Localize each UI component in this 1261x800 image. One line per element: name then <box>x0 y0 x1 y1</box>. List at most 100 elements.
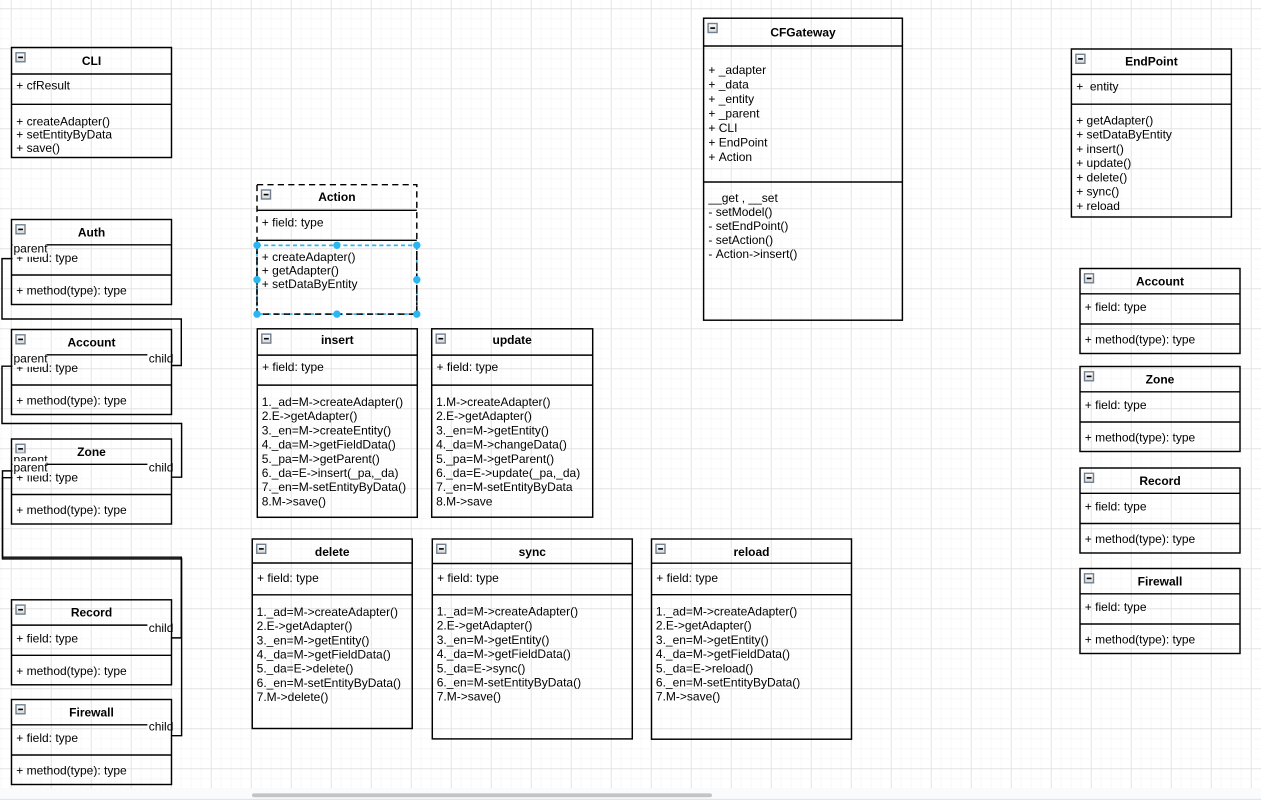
svg-text:1.M->createAdapter(): 1.M->createAdapter() <box>436 395 550 409</box>
svg-text:1._ad=M->createAdapter(): 1._ad=M->createAdapter() <box>257 605 398 619</box>
svg-text:+ getAdapter(): + getAdapter() <box>262 264 339 278</box>
svg-text:6._en=M-setEntityByData(): 6._en=M-setEntityByData() <box>656 676 800 690</box>
svg-text:4._da=M->changeData(): 4._da=M->changeData() <box>436 438 567 452</box>
svg-text:1._ad=M->createAdapter(): 1._ad=M->createAdapter() <box>262 395 403 409</box>
svg-text:+ EndPoint: + EndPoint <box>708 136 768 150</box>
svg-text:+ field: type: + field: type <box>262 360 324 374</box>
svg-text:child: child <box>149 621 174 635</box>
svg-text:child: child <box>149 352 174 366</box>
svg-text:__get , __set: __get , __set <box>707 191 778 205</box>
svg-text:parent: parent <box>14 460 49 474</box>
svg-text:+ _data: + _data <box>708 78 749 92</box>
svg-text:+ method(type): type: + method(type): type <box>16 664 127 678</box>
svg-text:6._en=M-setEntityByData(): 6._en=M-setEntityByData() <box>257 676 401 690</box>
svg-text:3._en=M->getEntity(): 3._en=M->getEntity() <box>257 633 370 647</box>
svg-text:5._da=E->delete(): 5._da=E->delete() <box>257 662 354 676</box>
svg-text:insert: insert <box>321 333 354 347</box>
svg-text:+ createAdapter(): + createAdapter() <box>262 250 356 264</box>
svg-text:4._da=M->getFieldData(): 4._da=M->getFieldData() <box>656 647 790 661</box>
svg-text:+ field: type: + field: type <box>257 571 319 585</box>
svg-text:+ setEntityByData: + setEntityByData <box>16 128 112 142</box>
svg-text:Account: Account <box>68 335 116 349</box>
svg-text:6._da=E->update(_pa,_da): 6._da=E->update(_pa,_da) <box>436 466 580 480</box>
svg-text:6._en=M-setEntityByData(): 6._en=M-setEntityByData() <box>437 676 581 690</box>
svg-text:3._en=M->getEntity(): 3._en=M->getEntity() <box>437 633 550 647</box>
svg-text:7._en=M-setEntityByData(): 7._en=M-setEntityByData() <box>262 480 406 494</box>
svg-text:Zone: Zone <box>77 445 106 459</box>
svg-text:Action: Action <box>318 190 355 204</box>
svg-text:4._da=M->getFieldData(): 4._da=M->getFieldData() <box>262 438 396 452</box>
svg-text:8.M->save(): 8.M->save() <box>262 494 326 508</box>
svg-text:Account: Account <box>1136 274 1184 288</box>
svg-text:+ _adapter: + _adapter <box>708 63 766 77</box>
svg-text:Firewall: Firewall <box>69 705 114 719</box>
svg-text:+ field: type: + field: type <box>1085 300 1147 314</box>
svg-text:+ createAdapter(): + createAdapter() <box>16 114 110 128</box>
svg-text:+ _entity: + _entity <box>708 92 754 106</box>
svg-text:+ field: type: + field: type <box>1085 500 1147 514</box>
svg-text:parent: parent <box>14 352 49 366</box>
svg-text:+ field: type: + field: type <box>437 571 499 585</box>
svg-text:+ reload: + reload <box>1076 199 1120 213</box>
svg-text:+ CLI: + CLI <box>708 121 737 135</box>
svg-text:delete: delete <box>315 545 350 559</box>
svg-text:EndPoint: EndPoint <box>1125 54 1178 68</box>
svg-text:6._da=E->insert(_pa,_da): 6._da=E->insert(_pa,_da) <box>262 466 399 480</box>
svg-text:2.E->getAdapter(): 2.E->getAdapter() <box>436 409 532 423</box>
svg-text:Record: Record <box>71 606 112 620</box>
svg-text:+ setDataByEntity: + setDataByEntity <box>1076 128 1172 142</box>
svg-text:+ field: type: + field: type <box>16 731 78 745</box>
svg-text:Zone: Zone <box>1146 372 1175 386</box>
svg-text:4._da=M->getFieldData(): 4._da=M->getFieldData() <box>257 648 391 662</box>
svg-text:+ field: type: + field: type <box>16 631 78 645</box>
svg-text:+ field: type: + field: type <box>1085 600 1147 614</box>
svg-text:+ method(type): type: + method(type): type <box>1085 333 1196 347</box>
svg-text:parent: parent <box>14 242 49 256</box>
svg-text:+ sync(): + sync() <box>1076 185 1119 199</box>
svg-text:+ delete(): + delete() <box>1076 170 1127 184</box>
svg-text:update: update <box>493 333 533 347</box>
svg-text:child: child <box>149 719 174 733</box>
svg-text:7.M->save(): 7.M->save() <box>656 690 720 704</box>
svg-text:3._en=M->getEntity(): 3._en=M->getEntity() <box>436 423 549 437</box>
svg-text:- Action->insert(): - Action->insert() <box>708 247 797 261</box>
svg-text:Firewall: Firewall <box>1138 574 1183 588</box>
svg-text:+ method(type): type: + method(type): type <box>1085 431 1196 445</box>
svg-text:3._en=M->createEntity(): 3._en=M->createEntity() <box>262 423 391 437</box>
svg-text:1._ad=M->createAdapter(): 1._ad=M->createAdapter() <box>656 605 797 619</box>
svg-text:+ method(type): type: + method(type): type <box>1085 532 1196 546</box>
svg-text:+ method(type): type: + method(type): type <box>16 503 127 517</box>
svg-text:+ insert(): + insert() <box>1076 142 1124 156</box>
svg-text:+ cfResult: + cfResult <box>16 79 70 93</box>
svg-text:- setAction(): - setAction() <box>708 233 773 247</box>
svg-text:+ method(type): type: + method(type): type <box>16 764 127 778</box>
svg-text:CLI: CLI <box>82 54 101 68</box>
svg-text:5._pa=M->getParent(): 5._pa=M->getParent() <box>436 452 554 466</box>
svg-text:- setEndPoint(): - setEndPoint() <box>708 219 788 233</box>
svg-text:7._en=M-setEntityByData: 7._en=M-setEntityByData <box>436 480 573 494</box>
svg-text:+ save(): + save() <box>16 141 60 155</box>
svg-text:Record: Record <box>1139 474 1180 488</box>
svg-text:+ entity: + entity <box>1076 79 1118 93</box>
svg-text:8.M->save: 8.M->save <box>436 494 493 508</box>
svg-text:2.E->getAdapter(): 2.E->getAdapter() <box>437 619 533 633</box>
svg-text:CFGateway: CFGateway <box>770 25 836 39</box>
svg-text:+ field: type: + field: type <box>656 571 718 585</box>
svg-text:+ method(type): type: + method(type): type <box>16 394 127 408</box>
svg-text:- setModel(): - setModel() <box>708 205 772 219</box>
svg-text:+ field: type: + field: type <box>437 360 499 374</box>
svg-text:5._pa=M->getParent(): 5._pa=M->getParent() <box>262 452 380 466</box>
svg-text:+ Action: + Action <box>708 150 752 164</box>
svg-text:+ update(): + update() <box>1076 156 1131 170</box>
svg-text:7.M->delete(): 7.M->delete() <box>257 690 329 704</box>
svg-text:2.E->getAdapter(): 2.E->getAdapter() <box>257 619 353 633</box>
svg-text:sync: sync <box>519 545 547 559</box>
svg-text:1._ad=M->createAdapter(): 1._ad=M->createAdapter() <box>437 605 578 619</box>
svg-text:5._da=E->sync(): 5._da=E->sync() <box>437 661 526 675</box>
svg-text:+ _parent: + _parent <box>708 107 760 121</box>
svg-text:7.M->save(): 7.M->save() <box>437 690 501 704</box>
svg-text:+ getAdapter(): + getAdapter() <box>1076 113 1153 127</box>
svg-text:+ setDataByEntity: + setDataByEntity <box>262 277 358 291</box>
svg-text:2.E->getAdapter(): 2.E->getAdapter() <box>262 409 358 423</box>
svg-text:child: child <box>149 460 174 474</box>
